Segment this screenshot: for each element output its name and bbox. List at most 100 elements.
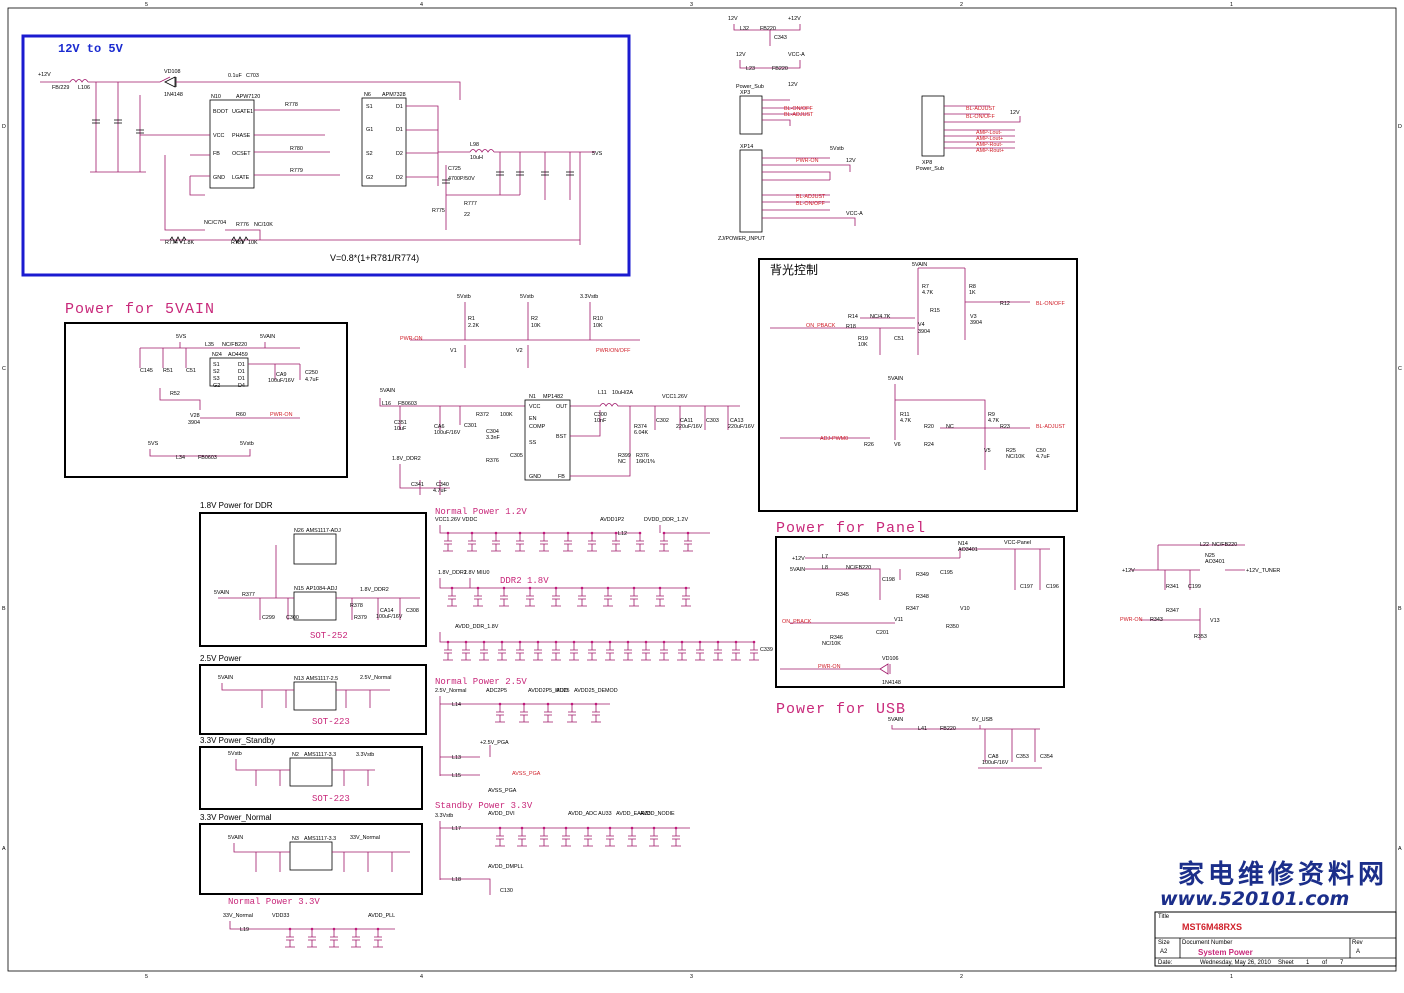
label-c50-val: 4.7uF <box>1036 454 1050 460</box>
label-r19-val: 10K <box>858 342 868 348</box>
col-mark: 2 <box>960 2 963 8</box>
junction-dot <box>698 640 702 644</box>
decoupling-capacitor <box>577 588 587 607</box>
wire-1v2-rail <box>439 525 710 534</box>
label-r346-val: NC/10K <box>822 641 841 647</box>
label-au25: AU25 <box>556 688 570 694</box>
label-3v3stb-out: 3.3Vstb <box>356 752 374 758</box>
label-l19: L19 <box>240 927 249 933</box>
label-r15: R15 <box>930 308 940 314</box>
label-fb0603: FB0603 <box>198 455 217 461</box>
frame-power-5vain <box>64 322 348 478</box>
connector-xp3 <box>739 95 763 135</box>
junction-dot <box>632 586 636 590</box>
wire-mp1482-in <box>379 398 740 430</box>
label-l98: L98 <box>470 142 479 148</box>
pin-n6: S2 <box>366 151 373 157</box>
decoupling-capacitor <box>495 704 505 723</box>
decoupling-capacitor <box>683 533 693 552</box>
label-l22: L22 <box>1200 542 1209 548</box>
label-r775: R775 <box>432 208 445 214</box>
label-r399: R399 <box>618 453 631 459</box>
wire-gnd-left <box>90 165 146 173</box>
label-c300: C300 <box>594 412 607 418</box>
label-ca14: CA14 <box>380 608 394 614</box>
label-5vs-2: 5VS <box>148 441 159 447</box>
title-block-date: Wednesday, May 26, 2010 <box>1200 960 1271 966</box>
label-ca11: CA11 <box>680 418 693 424</box>
row-mark: A <box>1398 846 1402 852</box>
label-ca11-val: 220uF/16V <box>676 424 703 430</box>
decoupling-capacitor <box>497 642 507 661</box>
col-mark: 3 <box>690 2 693 8</box>
junction-dot <box>446 531 450 535</box>
decoupling-capacitor <box>285 929 295 948</box>
border-row-marks: D C B A D C B A <box>2 124 1402 852</box>
wire-n10-right <box>254 109 340 176</box>
junction-dot <box>614 531 618 535</box>
decoupling-capacitor <box>443 533 453 552</box>
decoupling-capacitor <box>731 642 741 661</box>
label-vd108: VD108 <box>164 69 180 75</box>
label-c51-bl: C51 <box>894 336 904 342</box>
label-r774: R774 <box>165 240 178 246</box>
label-r18: R18 <box>846 324 856 330</box>
label-5vain: 5VAIN <box>260 334 275 340</box>
junction-dot <box>470 531 474 535</box>
label-r14: R14 <box>848 314 858 320</box>
label-r774-val: 1.8K <box>183 240 194 246</box>
pin-n6: G1 <box>366 127 373 133</box>
label-3904: 3904 <box>188 420 200 426</box>
decoupling-capacitor <box>551 642 561 661</box>
label-r376: R376 <box>636 453 649 459</box>
decoupling-capacitor <box>605 828 615 847</box>
wire-5vain-ctrl <box>159 388 300 419</box>
label-r374: R374 <box>634 424 647 430</box>
label-ca13: CA13 <box>730 418 744 424</box>
label-xp14: XP14 <box>740 144 753 150</box>
label-ca13-val: 220uF/16V <box>728 424 755 430</box>
junction-dot <box>546 702 550 706</box>
label-c250: C250 <box>305 370 318 376</box>
label-apm7328: APM7328 <box>382 92 406 98</box>
pin-n24: G2 <box>213 383 220 389</box>
wire-1v8-ddr <box>218 545 420 620</box>
label-c130: C130 <box>500 888 513 894</box>
pin-mp1482: OUT <box>556 404 568 410</box>
wire-n6-right <box>406 105 470 186</box>
label-v11: V11 <box>894 617 903 623</box>
net-bl-adjust-bl: BL-ADJUST <box>1036 424 1066 430</box>
label-n24: N24 <box>212 352 222 358</box>
decoupling-capacitor <box>515 533 525 552</box>
label-ca8-val: 100uF/16V <box>982 760 1009 766</box>
label-r51: R51 <box>163 368 173 374</box>
net-bl-onoff-xp8: BL-ON/OFF <box>966 114 995 120</box>
label-vcca: VCC-A <box>788 52 805 58</box>
wire-avdd-ddr-rail <box>439 632 755 643</box>
junction-dot <box>482 640 486 644</box>
title-block-title: MST6M48RXS <box>1182 922 1242 932</box>
label-r24: R24 <box>924 442 934 448</box>
decoupling-capacitor <box>467 533 477 552</box>
label-v3: V3 <box>970 314 977 320</box>
net-pwr-onoff: PWR/ON/OFF <box>596 348 631 354</box>
junction-dot <box>590 531 594 535</box>
block-power-panel: Power for Panel +12V 5VAIN L7 L8 NC/FB22… <box>775 520 1065 688</box>
label-avdd-pll: AVDD_PLL <box>368 913 395 919</box>
label-ca9-val: 100uF/16V <box>268 378 295 384</box>
junction-dot <box>500 640 504 644</box>
label-1v8-ddr2: 1.8V_DDR2 <box>392 456 421 462</box>
label-xp3: XP3 <box>740 90 750 96</box>
pin-mp1482: FB <box>558 474 565 480</box>
connector-xp14 <box>739 149 763 233</box>
col-mark: 3 <box>690 974 693 980</box>
label-c351-val: 10uF <box>394 426 407 432</box>
block-backlight: 背光控制 5VAIN R7 4.7K R8 1K R12 BL-ON/OFF R… <box>758 258 1078 512</box>
label-ca6-val: 100uF/16V <box>434 430 461 436</box>
wire-boot <box>176 81 461 100</box>
junction-dot <box>464 640 468 644</box>
label-p12v-tuner: +12V_TUNER <box>1246 568 1280 574</box>
junction-dot <box>644 640 648 644</box>
junction-dot <box>520 826 524 830</box>
net-bl-onoff-xp3: BL-ON/OFF <box>784 106 813 112</box>
